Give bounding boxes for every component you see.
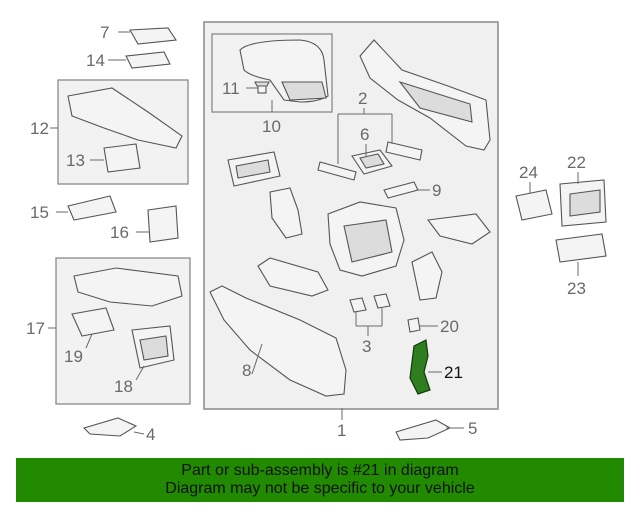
part-17-panel[interactable] xyxy=(73,267,183,307)
callout-5: 5 xyxy=(468,419,477,438)
part-10-armrest-lid[interactable] xyxy=(239,39,329,103)
callout-15: 15 xyxy=(30,203,49,222)
banner-line-disclaimer: Diagram may not be specific to your vehi… xyxy=(165,480,475,497)
part-2-tray-right[interactable] xyxy=(385,141,423,161)
part-2-tray-left[interactable] xyxy=(317,161,357,181)
callout-4: 4 xyxy=(146,425,155,444)
callout-21: 21 xyxy=(444,363,463,382)
callout-6: 6 xyxy=(360,125,369,144)
part-8-side-panel[interactable] xyxy=(209,285,347,397)
part-12-cover[interactable] xyxy=(67,87,183,149)
part-14-tray[interactable] xyxy=(125,51,171,69)
part-19-trim[interactable] xyxy=(71,307,115,337)
part-6-cup-tray[interactable] xyxy=(351,149,393,175)
air-duct[interactable] xyxy=(257,257,329,297)
callout-8: 8 xyxy=(242,361,251,380)
callout-20: 20 xyxy=(440,317,459,336)
callout-18: 18 xyxy=(114,377,133,396)
callout-23: 23 xyxy=(567,279,586,298)
callout-14: 14 xyxy=(86,51,105,70)
part-15-bracket[interactable] xyxy=(67,195,117,221)
part-7-pad[interactable] xyxy=(129,27,177,45)
leader-lines xyxy=(48,31,579,435)
part-16-plate[interactable] xyxy=(147,205,179,243)
callout-7: 7 xyxy=(100,23,109,42)
callout-2: 2 xyxy=(358,89,367,108)
part-4-bracket[interactable] xyxy=(82,417,138,437)
part-11-screw[interactable] xyxy=(254,81,270,94)
callout-9: 9 xyxy=(432,181,441,200)
callout-22: 22 xyxy=(567,153,586,172)
part-22-panel[interactable] xyxy=(559,179,607,227)
callout-19: 19 xyxy=(64,347,83,366)
part-24-switch[interactable] xyxy=(515,189,553,221)
parts-diagram: 7 14 11 10 12 13 15 16 17 19 18 4 2 6 9 … xyxy=(26,21,607,444)
part-20-clip[interactable] xyxy=(407,317,421,333)
part-21-highlighted[interactable] xyxy=(409,339,431,395)
mount-bracket-lower[interactable] xyxy=(411,251,443,301)
part-23-panel[interactable] xyxy=(555,233,607,263)
part-18-pocket[interactable] xyxy=(131,325,175,369)
callout-16: 16 xyxy=(110,223,129,242)
callout-13: 13 xyxy=(66,151,85,170)
side-panel-right[interactable] xyxy=(359,39,491,151)
callout-24: 24 xyxy=(519,163,538,182)
part-5-bracket[interactable] xyxy=(395,419,452,441)
callout-3: 3 xyxy=(362,337,371,356)
part-3-clip-right[interactable] xyxy=(373,293,391,309)
switch-panel[interactable] xyxy=(227,151,281,187)
callout-11: 11 xyxy=(222,79,240,98)
info-banner: Part or sub-assembly is #21 in diagram D… xyxy=(16,458,624,502)
callout-10: 10 xyxy=(262,117,281,136)
mount-bracket[interactable] xyxy=(269,187,303,239)
part-13-holder[interactable] xyxy=(103,143,141,173)
callout-17: 17 xyxy=(26,319,45,338)
banner-line-part: Part or sub-assembly is #21 in diagram xyxy=(181,462,459,479)
small-bracket-right[interactable] xyxy=(426,213,491,245)
callout-12: 12 xyxy=(30,119,49,138)
part-3-clip-left[interactable] xyxy=(349,297,367,313)
console-box[interactable] xyxy=(327,201,405,277)
callout-1: 1 xyxy=(337,421,346,440)
